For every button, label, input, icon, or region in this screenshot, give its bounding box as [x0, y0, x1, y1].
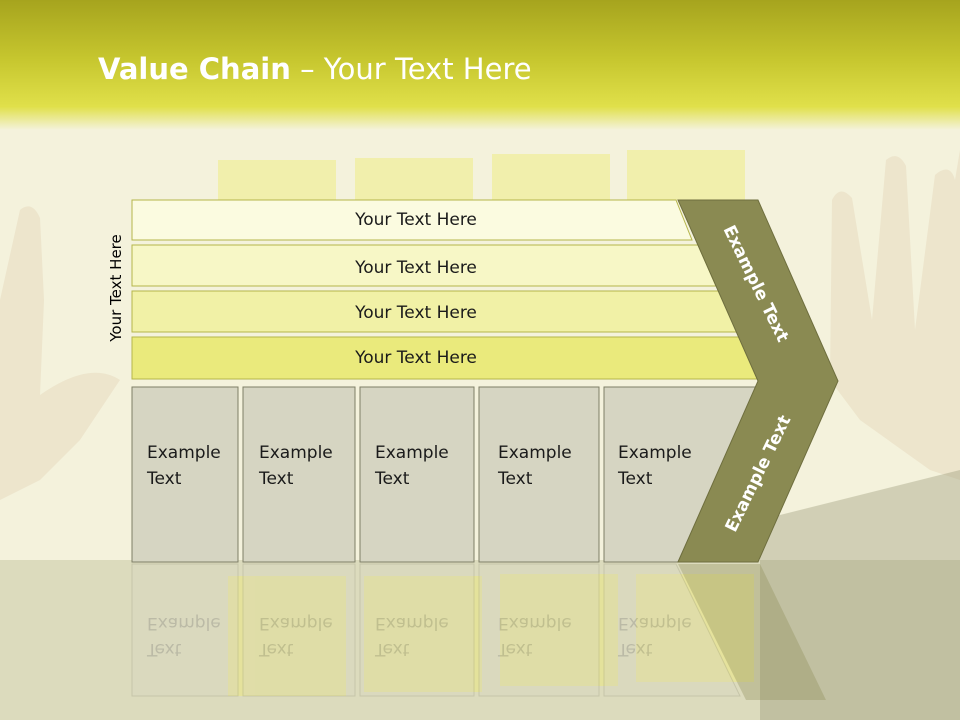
chevron-arrow — [677, 199, 839, 563]
row-3-text: Your Text Here — [354, 303, 477, 323]
svg-text:Example: Example — [375, 613, 449, 633]
box-2 — [242, 386, 356, 563]
box-2-line1: Example — [259, 443, 333, 463]
box-4-line2: Text — [497, 469, 533, 489]
row-1-shape — [131, 199, 693, 241]
title-rest: – Your Text Here — [290, 52, 532, 86]
svg-text:Example: Example — [147, 613, 221, 633]
box-1-line2: Text — [146, 469, 182, 489]
svg-text:Text: Text — [617, 639, 653, 659]
svg-text:Example: Example — [618, 613, 692, 633]
title-bold: Value Chain — [98, 52, 291, 86]
box-3-line1: Example — [375, 443, 449, 463]
page-title: Value Chain – Your Text Here — [98, 52, 532, 86]
row-2-text: Your Text Here — [354, 258, 477, 278]
svg-text:Text: Text — [258, 639, 294, 659]
svg-text:Text: Text — [374, 639, 410, 659]
box-4 — [478, 386, 600, 563]
box-4-line1: Example — [498, 443, 572, 463]
row-shapes — [131, 199, 765, 380]
box-2-line2: Text — [258, 469, 294, 489]
box-1-line1: Example — [147, 443, 221, 463]
box-3-line2: Text — [374, 469, 410, 489]
svg-text:Text: Text — [497, 639, 533, 659]
row-1-text: Your Text Here — [354, 210, 477, 230]
box-5-line1: Example — [618, 443, 692, 463]
row-4-text: Your Text Here — [354, 348, 477, 368]
svg-text:Example: Example — [259, 613, 333, 633]
box-5-line2: Text — [617, 469, 653, 489]
svg-text:Text: Text — [146, 639, 182, 659]
svg-text:Example: Example — [498, 613, 572, 633]
box-1 — [131, 386, 239, 563]
box-3 — [359, 386, 475, 563]
header-bar — [0, 0, 960, 130]
